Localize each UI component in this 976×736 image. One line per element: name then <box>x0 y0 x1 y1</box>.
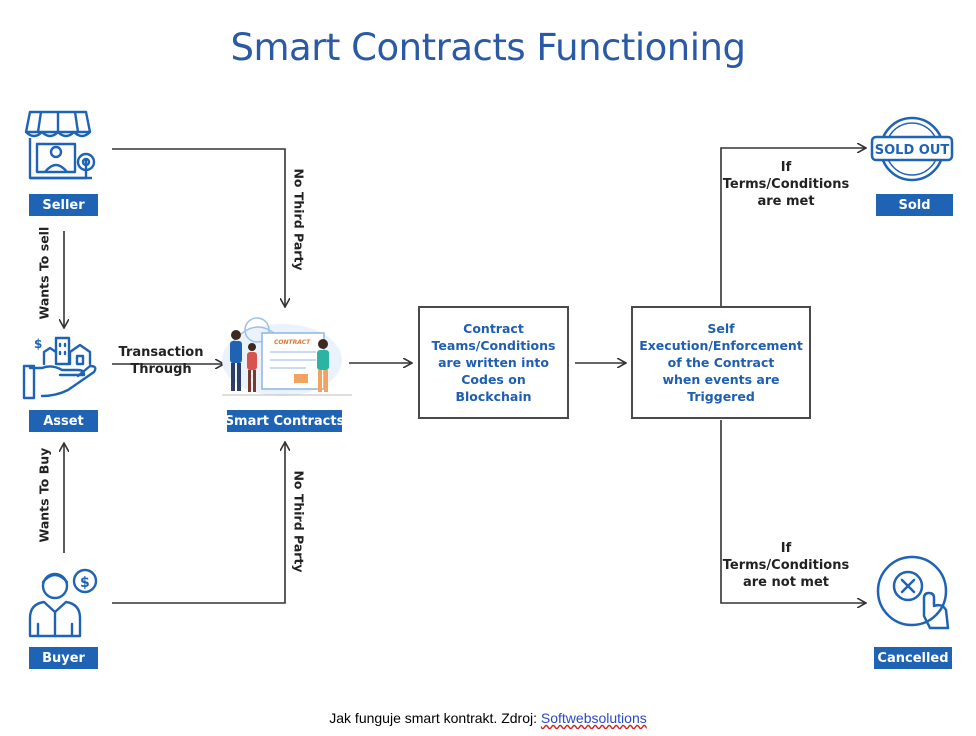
buyer-label: Buyer <box>29 647 98 669</box>
cancelled-connector <box>720 420 865 603</box>
contract-terms-box: Contract Teams/Conditions are written in… <box>418 306 569 419</box>
sold-label: Sold <box>876 194 953 216</box>
svg-text:$: $ <box>80 575 90 591</box>
asset-label: Asset <box>29 410 98 432</box>
sold-connector <box>720 148 865 306</box>
svg-text:$: $ <box>34 337 42 351</box>
terms-met-label: If Terms/Conditions are met <box>722 160 850 209</box>
sold-out-stamp-icon: SOLD OUT <box>870 116 954 182</box>
cancelled-label: Cancelled <box>874 647 952 669</box>
source-link[interactable]: Softwebsolutions <box>540 710 647 726</box>
wants-to-buy-label: Wants To Buy <box>36 447 52 543</box>
no-third-party-top-label: No Third Party <box>291 168 307 271</box>
self-execution-box: Self Execution/Enforcement of the Contra… <box>631 306 811 419</box>
smart-contracts-label: Smart Contracts <box>225 410 344 432</box>
seller-store-icon <box>24 110 96 180</box>
asset-hand-icon: $ <box>22 336 97 400</box>
seller-label: Seller <box>29 194 98 216</box>
transaction-through-label: Transaction Through <box>118 345 204 377</box>
cancel-x-icon <box>876 555 950 630</box>
svg-text:CONTRACT: CONTRACT <box>274 339 311 346</box>
no-third-party-bottom-label: No Third Party <box>291 470 307 573</box>
buyer-person-icon: $ <box>28 568 98 638</box>
wants-to-sell-label: Wants To sell <box>36 226 52 320</box>
page-title: Smart Contracts Functioning <box>230 26 746 69</box>
figure-caption: Jak funguje smart kontrakt. Zdroj: Softw… <box>0 710 976 726</box>
terms-not-met-label: If Terms/Conditions are not met <box>722 541 850 590</box>
smart-contract-illustration-icon: CONTRACT <box>222 317 352 396</box>
svg-text:SOLD OUT: SOLD OUT <box>875 143 950 158</box>
buyer-connector <box>112 443 285 604</box>
seller-connector <box>112 148 285 306</box>
caption-text: Jak funguje smart kontrakt. Zdroj: <box>329 710 541 726</box>
